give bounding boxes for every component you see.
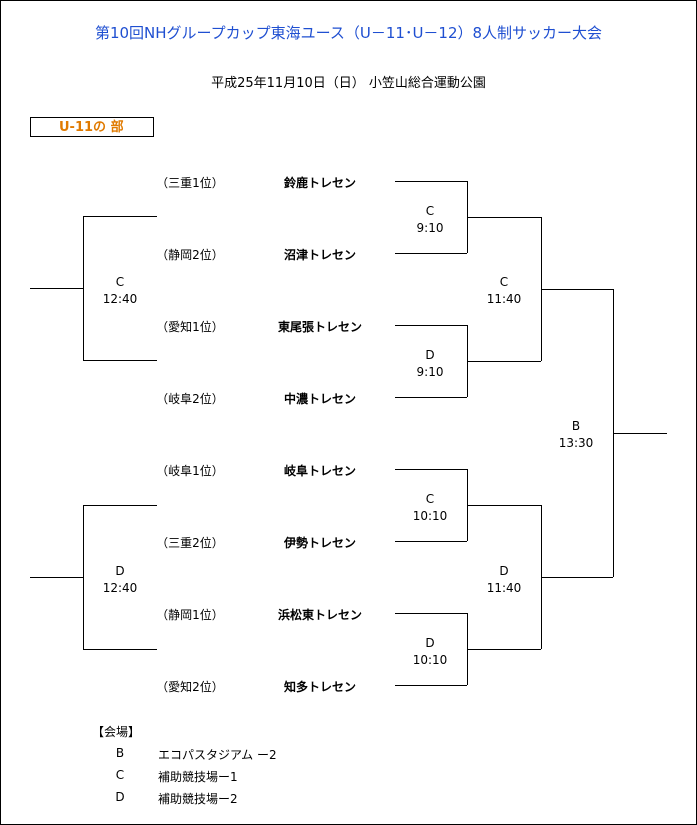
match-venue: D <box>499 564 509 578</box>
match-venue: C <box>425 492 435 506</box>
bracket-line <box>83 360 157 361</box>
bracket-line <box>395 253 467 254</box>
team-seed: （愛知2位） <box>156 680 224 694</box>
bracket-line <box>395 325 467 326</box>
team-name: 岐阜トレセン <box>283 464 356 478</box>
team-seed: （静岡1位） <box>156 608 224 622</box>
team-seed: （岐阜2位） <box>156 392 224 406</box>
match-venue: D <box>115 564 125 578</box>
match-label: C 11:40 <box>474 274 534 308</box>
team-name: 鈴鹿トレセン <box>283 176 356 190</box>
bracket-line <box>467 217 541 218</box>
bracket-line <box>613 433 667 434</box>
page-title: 第10回NHグループカップ東海ユース（U－11･U－12）8人制サッカー大会 <box>94 24 603 42</box>
bracket-line <box>30 288 83 289</box>
bracket-line <box>83 505 84 649</box>
match-venue: B <box>571 419 581 433</box>
bracket-line <box>83 216 157 217</box>
match-label: D 12:40 <box>90 563 150 597</box>
bracket-line <box>541 289 613 290</box>
match-time: 9:10 <box>416 365 444 379</box>
match-time: 10:10 <box>412 653 448 667</box>
team-seed: （三重1位） <box>156 176 224 190</box>
bracket-line <box>83 216 84 360</box>
venue-heading: 【会場】 <box>92 725 141 739</box>
section-label: U-11の 部 <box>30 117 154 137</box>
bracket-line <box>467 649 541 650</box>
venue-code: D <box>115 790 125 804</box>
match-label: C 9:10 <box>400 203 460 237</box>
match-venue: D <box>425 348 435 362</box>
team-seed: （三重2位） <box>156 536 224 550</box>
bracket-line <box>395 541 467 542</box>
venue-name: エコパスタジアム ー2 <box>158 748 277 762</box>
bracket-line <box>395 685 467 686</box>
bracket-line <box>395 181 467 182</box>
team-seed: （静岡2位） <box>156 248 224 262</box>
match-time: 11:40 <box>486 581 522 595</box>
match-label: D 9:10 <box>400 347 460 381</box>
event-date-venue: 平成25年11月10日（日） 小笠山総合運動公園 <box>211 76 486 91</box>
team-seed: （愛知1位） <box>156 320 224 334</box>
venue-code: C <box>115 768 125 782</box>
match-label: C 10:10 <box>400 491 460 525</box>
venue-name: 補助競技場ー1 <box>158 770 238 784</box>
match-venue: D <box>425 636 435 650</box>
bracket-line <box>395 613 467 614</box>
team-name: 浜松東トレセン <box>277 608 362 622</box>
team-name: 沼津トレセン <box>283 248 356 262</box>
match-time: 13:30 <box>558 436 594 450</box>
match-label: D 11:40 <box>474 563 534 597</box>
match-time: 11:40 <box>486 292 522 306</box>
bracket-line <box>83 505 157 506</box>
match-time: 10:10 <box>412 509 448 523</box>
bracket-line <box>30 577 83 578</box>
team-name: 知多トレセン <box>283 680 356 694</box>
venue-name: 補助競技場ー2 <box>158 792 238 806</box>
match-venue: C <box>499 275 509 289</box>
bracket-line <box>541 577 613 578</box>
match-time: 12:40 <box>102 292 138 306</box>
match-time: 9:10 <box>416 221 444 235</box>
bracket-line <box>395 469 467 470</box>
bracket-line <box>83 649 157 650</box>
match-venue: C <box>425 204 435 218</box>
bracket-line <box>467 361 541 362</box>
team-name: 伊勢トレセン <box>283 536 356 550</box>
match-label: D 10:10 <box>400 635 460 669</box>
match-label: B 13:30 <box>546 418 606 452</box>
bracket-line <box>467 505 541 506</box>
match-time: 12:40 <box>102 581 138 595</box>
venue-code: B <box>115 746 125 760</box>
team-seed: （岐阜1位） <box>156 464 224 478</box>
team-name: 中濃トレセン <box>283 392 356 406</box>
match-label: C 12:40 <box>90 274 150 308</box>
team-name: 東尾張トレセン <box>277 320 362 334</box>
match-venue: C <box>115 275 125 289</box>
bracket-line <box>395 397 467 398</box>
